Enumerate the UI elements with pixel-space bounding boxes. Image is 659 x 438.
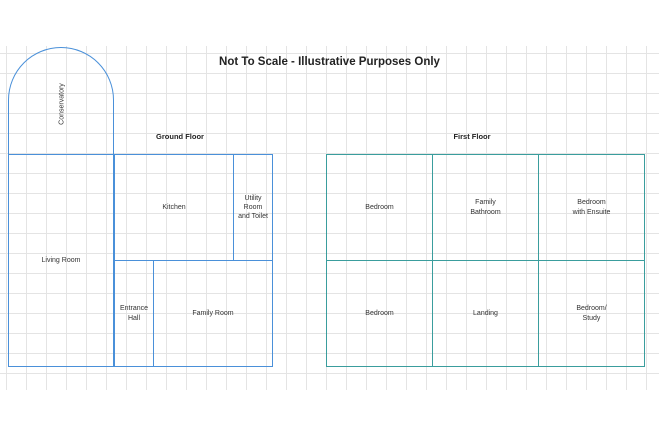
first-floor-label: First Floor <box>453 132 491 141</box>
room-bedroom-study-label: Bedroom/ Study <box>576 305 607 322</box>
room-kitchen: Kitchen <box>114 154 234 261</box>
page-title: Not To Scale - Illustrative Purposes Onl… <box>219 56 440 68</box>
room-conservatory: Conservatory <box>8 47 114 154</box>
room-conservatory-label: Conservatory <box>58 83 66 125</box>
room-utility-label: Utility Room and Toilet <box>238 194 268 221</box>
room-bedroom-bottom-left-label: Bedroom <box>365 309 394 317</box>
room-family-room-label: Family Room <box>192 309 234 317</box>
room-kitchen-label: Kitchen <box>162 203 186 211</box>
room-landing: Landing <box>432 260 539 367</box>
room-utility: Utility Room and Toilet <box>233 154 273 261</box>
room-bedroom-ensuite: Bedroom with Ensuite <box>538 154 645 261</box>
room-living-room-label: Living Room <box>41 256 81 264</box>
room-bedroom-top-left-label: Bedroom <box>365 203 394 211</box>
room-living-room: Living Room <box>8 154 114 367</box>
ground-floor-label: Ground Floor <box>156 132 204 141</box>
room-entrance-hall-label: Entrance Hall <box>119 305 149 322</box>
room-bedroom-ensuite-label: Bedroom with Ensuite <box>572 199 611 216</box>
room-family-room: Family Room <box>153 260 273 367</box>
room-family-bathroom-label: Family Bathroom <box>470 199 501 216</box>
room-bedroom-study: Bedroom/ Study <box>538 260 645 367</box>
room-bedroom-bottom-left: Bedroom <box>326 260 433 367</box>
room-entrance-hall: Entrance Hall <box>114 260 154 367</box>
room-bedroom-top-left: Bedroom <box>326 154 433 261</box>
room-landing-label: Landing <box>473 309 498 317</box>
room-family-bathroom: Family Bathroom <box>432 154 539 261</box>
